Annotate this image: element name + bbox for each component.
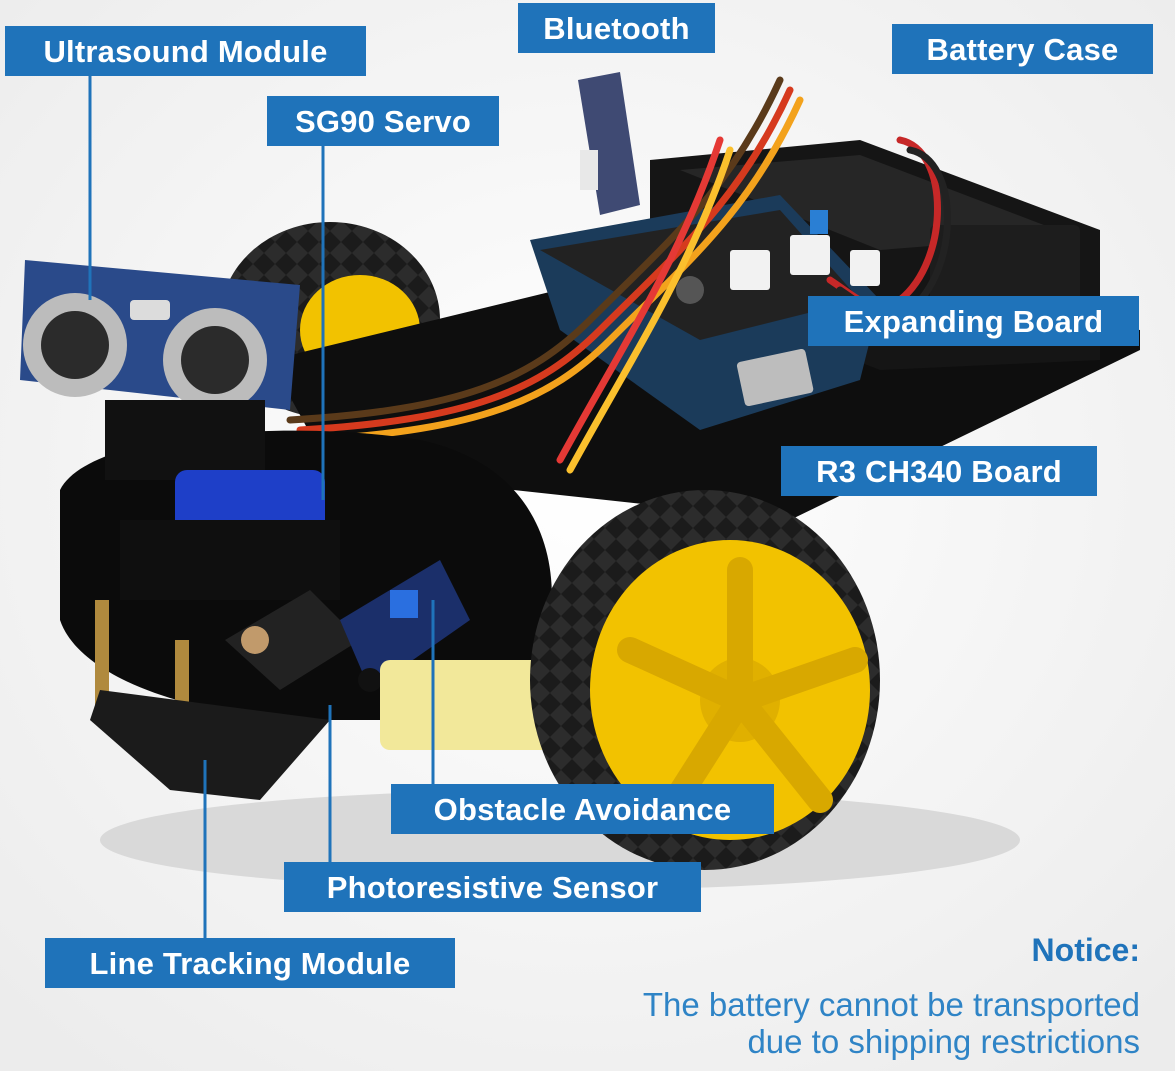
notice-line-2: due to shipping restrictions bbox=[747, 1023, 1140, 1060]
notice-line-1: The battery cannot be transported bbox=[642, 986, 1140, 1023]
bluetooth-module-shape bbox=[578, 72, 640, 215]
leader-lines bbox=[88, 76, 435, 938]
motor-shape bbox=[380, 660, 560, 750]
servo-shape bbox=[105, 400, 340, 600]
label-line-tracking-module: Line Tracking Module bbox=[45, 938, 455, 988]
label-ultrasound-module: Ultrasound Module bbox=[5, 26, 366, 76]
label-sg90-servo: SG90 Servo bbox=[267, 96, 499, 146]
board-stack bbox=[530, 195, 880, 430]
notice-title: Notice: bbox=[1031, 932, 1140, 968]
label-battery-case: Battery Case bbox=[892, 24, 1153, 74]
wires bbox=[286, 76, 951, 474]
ultrasound-sensor-shape bbox=[20, 260, 300, 412]
notice-body: The battery cannot be transported due to… bbox=[500, 986, 1140, 1060]
label-photoresistive-sensor: Photoresistive Sensor bbox=[284, 862, 701, 912]
label-bluetooth: Bluetooth bbox=[518, 3, 715, 53]
front-right-wheel bbox=[530, 490, 880, 870]
label-expanding-board: Expanding Board bbox=[808, 296, 1139, 346]
label-r3-ch340-board: R3 CH340 Board bbox=[781, 446, 1097, 496]
line-tracking-module-shape bbox=[90, 690, 330, 800]
label-obstacle-avoidance: Obstacle Avoidance bbox=[391, 784, 774, 834]
